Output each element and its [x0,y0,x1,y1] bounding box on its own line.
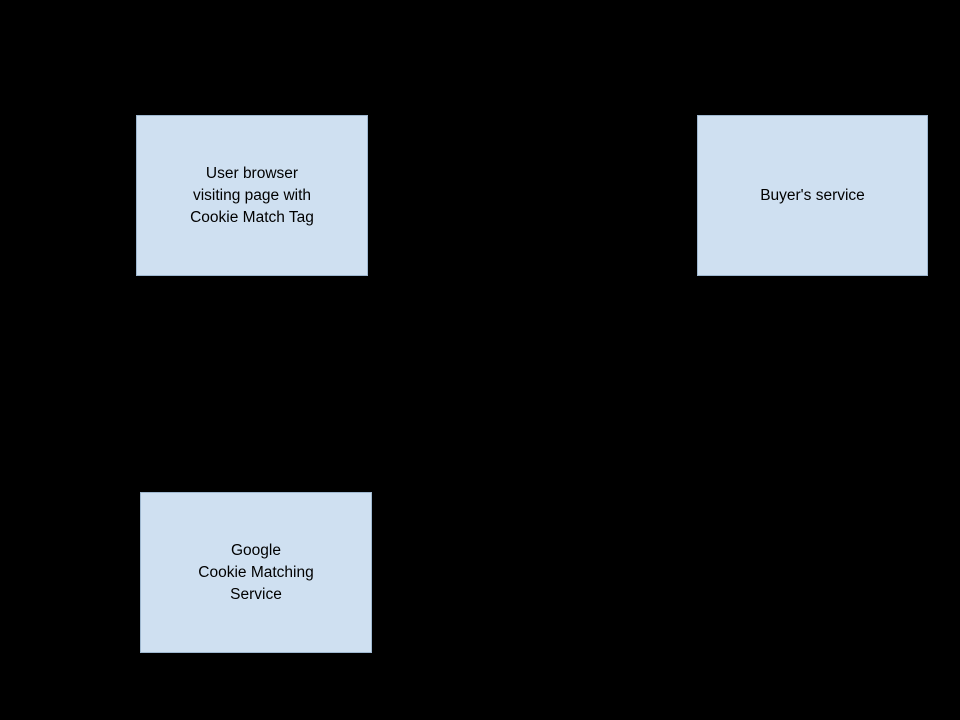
node-user-browser[interactable]: User browser visiting page with Cookie M… [136,115,368,276]
node-google-cookie-matching-service[interactable]: Google Cookie Matching Service [140,492,372,653]
edge-user-browser-to-google-cookie-matching-service [251,275,257,493]
node-buyers-service-label: Buyer's service [760,186,865,204]
node-buyers-service[interactable]: Buyer's service [697,115,928,276]
edge-buyers-service-to-google-cookie-matching-service [371,275,813,573]
node-google-cookie-matching-service-label: Google Cookie Matching Service [198,541,314,603]
node-user-browser-label: User browser visiting page with Cookie M… [190,164,314,226]
